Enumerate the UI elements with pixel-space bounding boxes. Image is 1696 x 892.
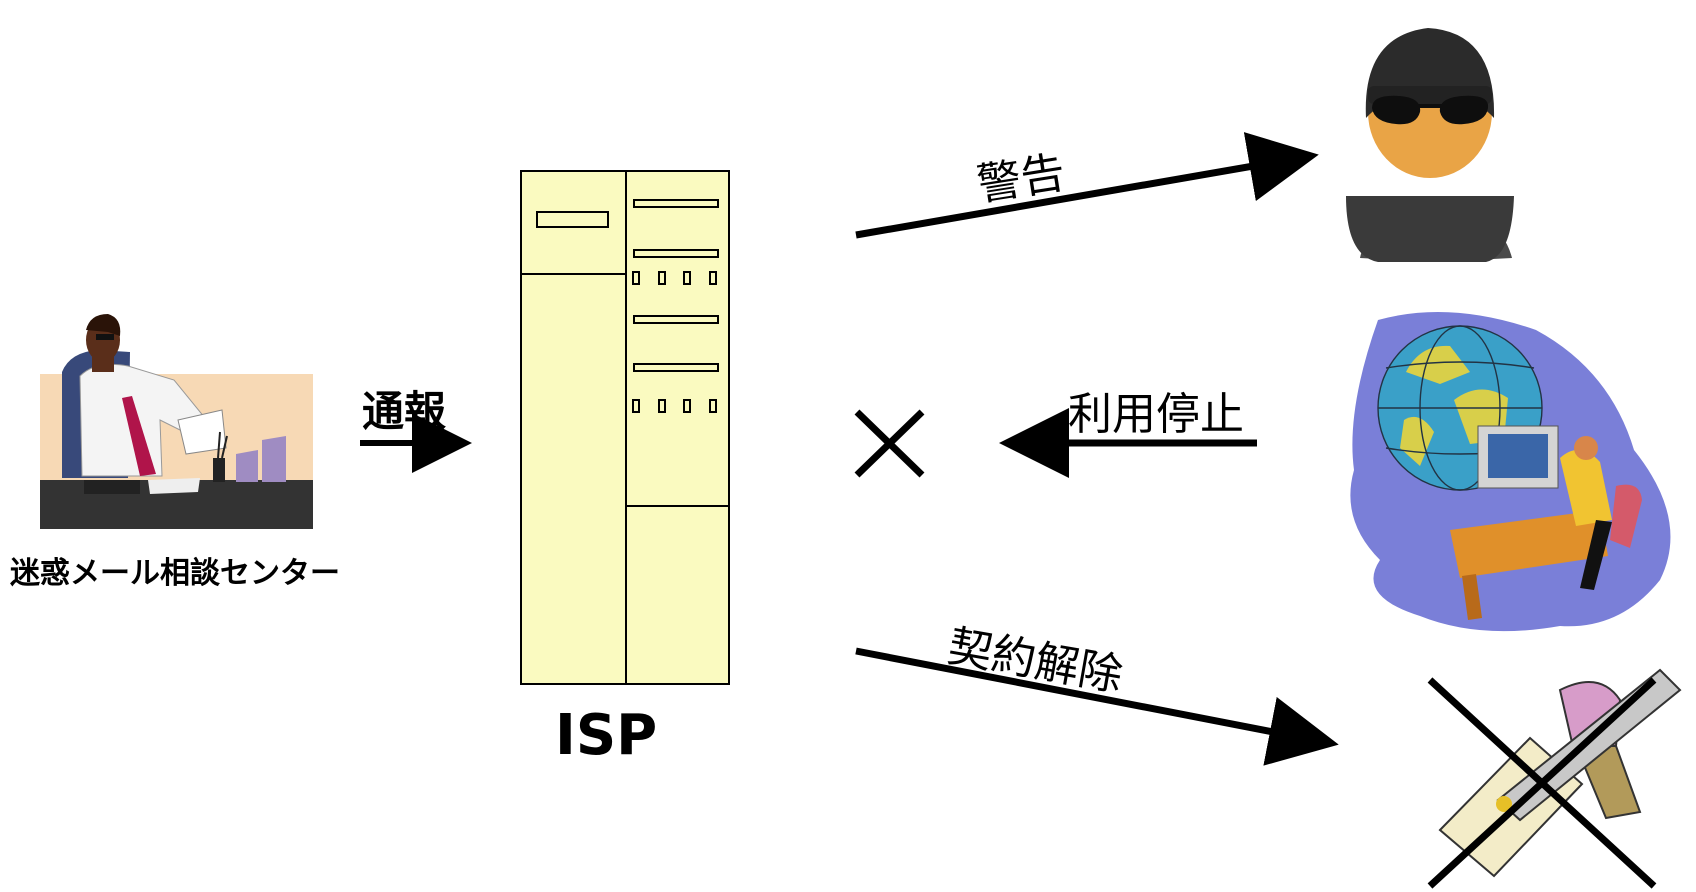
blocked-x-icon — [854, 409, 925, 478]
spammer-icon — [1346, 28, 1514, 262]
termination-arrow — [855, 647, 1339, 766]
call-center-operator-image — [40, 314, 313, 529]
isp-label: ISP — [555, 703, 658, 768]
isp-server-rack — [520, 170, 730, 685]
internet-user-illustration — [1350, 312, 1671, 632]
report-label: 通報 — [362, 387, 447, 436]
suspension-label: 利用停止 — [1068, 389, 1244, 440]
call-center-label: 迷惑メール相談センター — [10, 556, 340, 591]
warning-label: 警告 — [973, 147, 1069, 212]
contract-signing-icon — [1427, 668, 1682, 889]
warning-arrow — [855, 132, 1319, 239]
